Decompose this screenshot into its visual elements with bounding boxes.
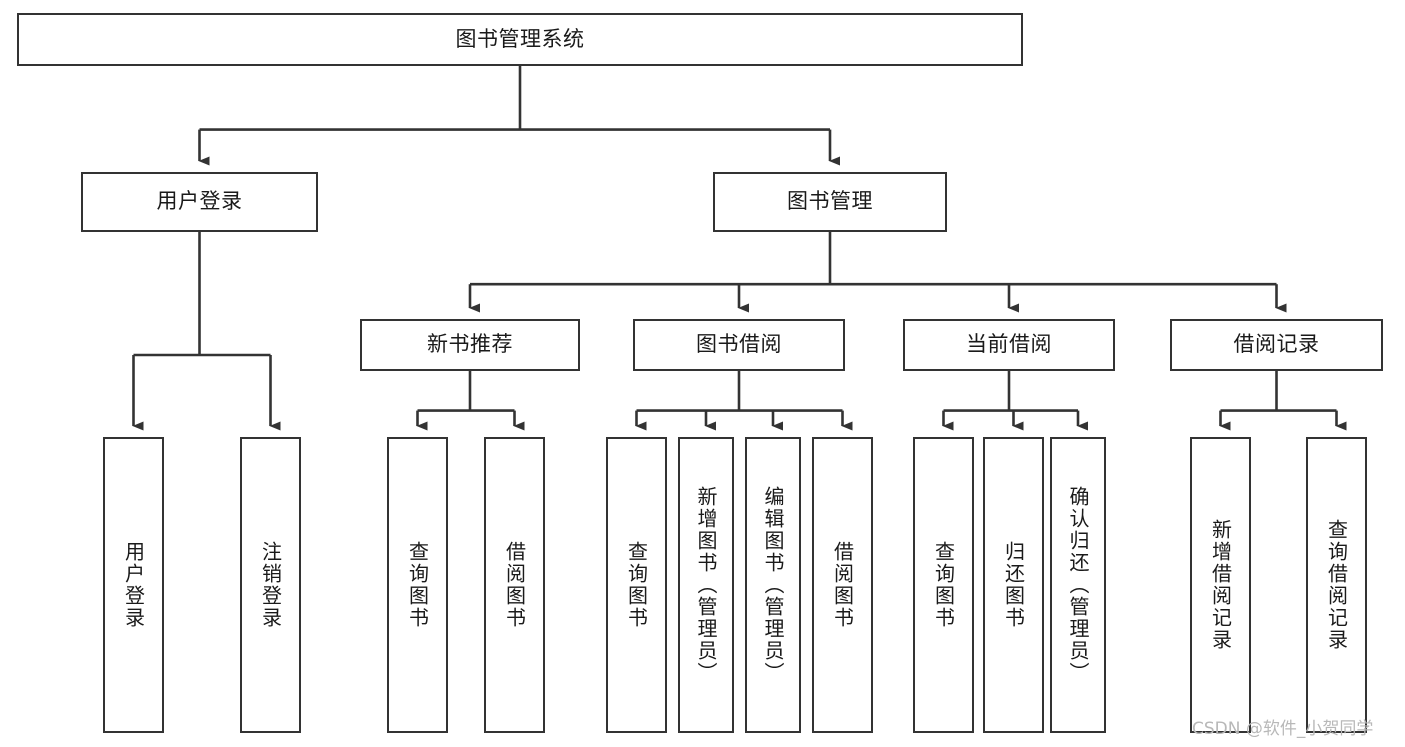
node-leaf-query-book-3[interactable]: 查询图书 xyxy=(913,437,974,733)
watermark-text: CSDN @软件_小贺同学 xyxy=(1192,719,1374,739)
node-label-leaf-borrow-book-2: 借阅图书 xyxy=(830,541,855,629)
node-label-leaf-query-borrow-record: 查询借阅记录 xyxy=(1324,519,1349,651)
node-label-root: 图书管理系统 xyxy=(455,26,585,51)
node-label-new-book-recommend: 新书推荐 xyxy=(427,332,513,357)
node-label-leaf-borrow-book-1: 借阅图书 xyxy=(502,541,527,629)
node-user-login[interactable]: 用户登录 xyxy=(81,172,318,232)
node-label-leaf-query-book-1: 查询图书 xyxy=(405,541,430,629)
node-book-borrow[interactable]: 图书借阅 xyxy=(633,319,845,371)
node-new-book-recommend[interactable]: 新书推荐 xyxy=(360,319,580,371)
node-leaf-query-book-1[interactable]: 查询图书 xyxy=(387,437,448,733)
node-leaf-query-borrow-record[interactable]: 查询借阅记录 xyxy=(1306,437,1367,733)
node-label-leaf-confirm-return-admin: 确认归还（管理员） xyxy=(1066,486,1090,684)
node-book-management[interactable]: 图书管理 xyxy=(713,172,947,232)
node-label-leaf-add-book-admin: 新增图书（管理员） xyxy=(694,486,718,684)
node-label-leaf-logout-login: 注销登录 xyxy=(258,541,283,629)
node-root[interactable]: 图书管理系统 xyxy=(17,13,1023,66)
node-label-leaf-user-login: 用户登录 xyxy=(121,541,146,629)
node-leaf-borrow-book-2[interactable]: 借阅图书 xyxy=(812,437,873,733)
node-label-current-borrow: 当前借阅 xyxy=(966,332,1052,357)
node-label-leaf-query-book-3: 查询图书 xyxy=(931,541,956,629)
node-leaf-confirm-return-admin[interactable]: 确认归还（管理员） xyxy=(1050,437,1106,733)
node-label-leaf-edit-book-admin: 编辑图书（管理员） xyxy=(761,486,785,684)
node-borrow-record[interactable]: 借阅记录 xyxy=(1170,319,1383,371)
node-leaf-edit-book-admin[interactable]: 编辑图书（管理员） xyxy=(745,437,801,733)
node-leaf-add-borrow-record[interactable]: 新增借阅记录 xyxy=(1190,437,1251,733)
node-leaf-user-login[interactable]: 用户登录 xyxy=(103,437,164,733)
node-leaf-borrow-book-1[interactable]: 借阅图书 xyxy=(484,437,545,733)
connector-group xyxy=(132,66,1347,431)
node-current-borrow[interactable]: 当前借阅 xyxy=(903,319,1115,371)
node-label-borrow-record: 借阅记录 xyxy=(1233,332,1320,357)
node-leaf-return-book[interactable]: 归还图书 xyxy=(983,437,1044,733)
node-label-leaf-return-book: 归还图书 xyxy=(1001,541,1026,629)
node-label-book-management: 图书管理 xyxy=(787,189,873,214)
node-label-leaf-query-book-2: 查询图书 xyxy=(624,541,649,629)
node-leaf-add-book-admin[interactable]: 新增图书（管理员） xyxy=(678,437,734,733)
node-leaf-logout-login[interactable]: 注销登录 xyxy=(240,437,301,733)
node-label-leaf-add-borrow-record: 新增借阅记录 xyxy=(1208,519,1233,651)
node-leaf-query-book-2[interactable]: 查询图书 xyxy=(606,437,667,733)
node-label-user-login: 用户登录 xyxy=(156,189,243,214)
node-label-book-borrow: 图书借阅 xyxy=(696,332,782,357)
